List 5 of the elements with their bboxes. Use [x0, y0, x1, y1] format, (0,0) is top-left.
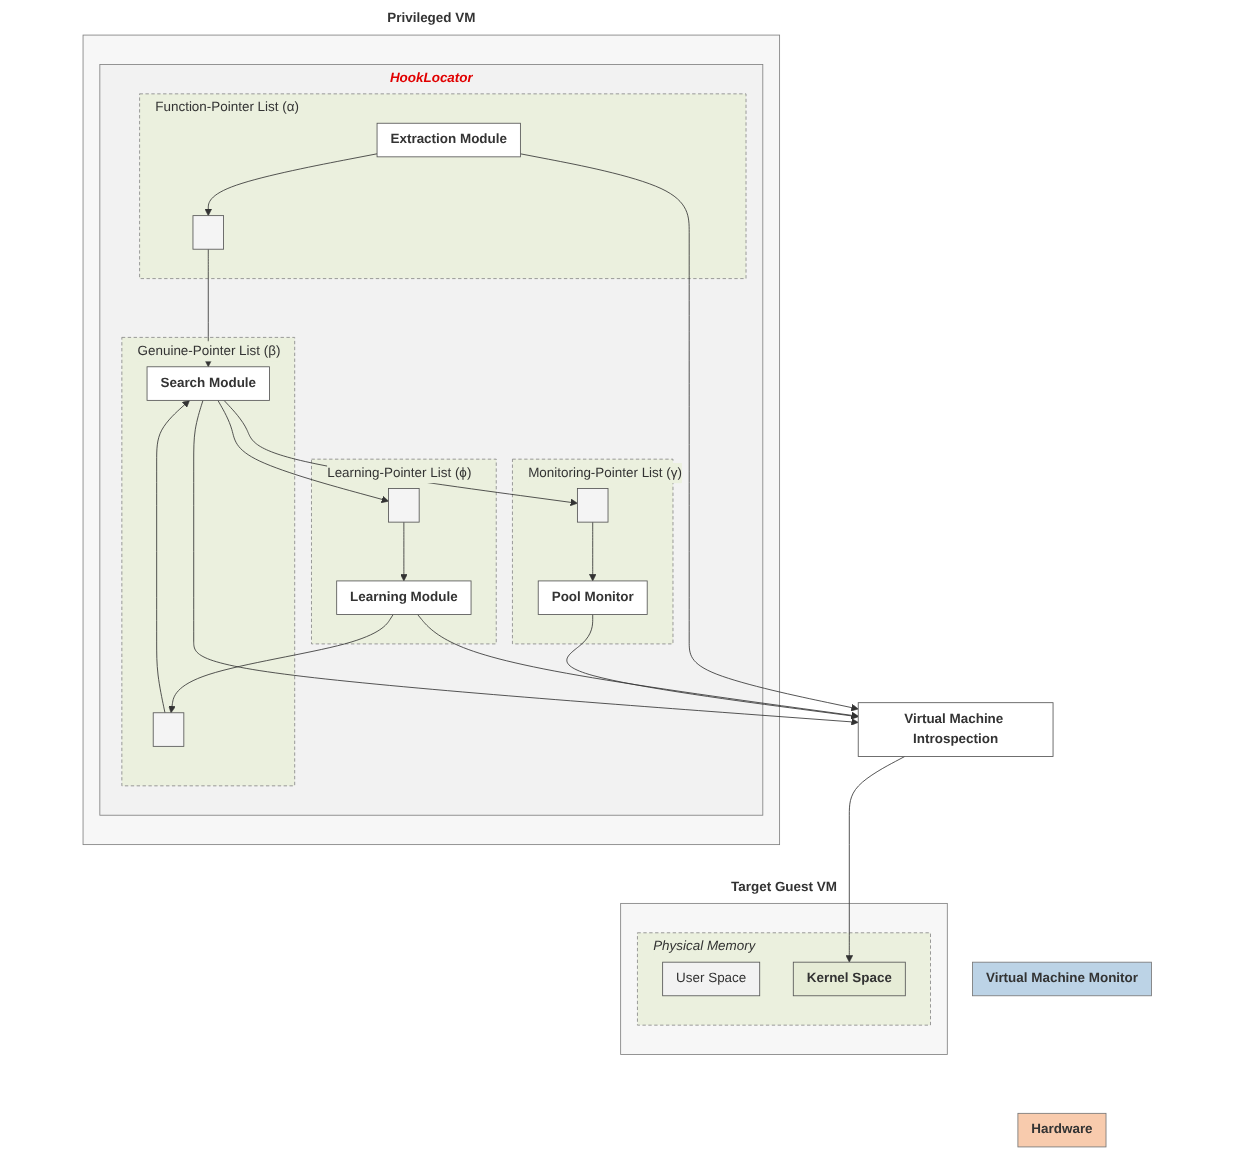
node-bar — [577, 488, 610, 523]
cluster — [621, 903, 949, 1055]
node-bar — [193, 215, 225, 250]
node-bar — [388, 488, 421, 523]
node-bar — [153, 712, 185, 747]
